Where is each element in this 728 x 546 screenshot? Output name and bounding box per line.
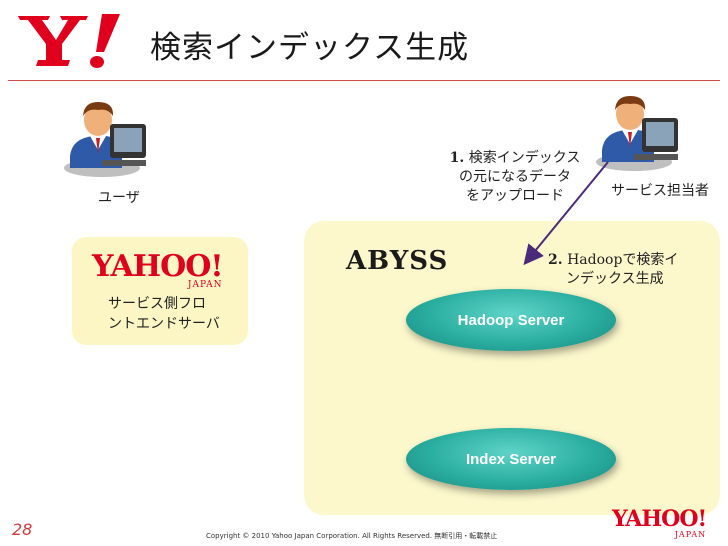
frontend-label-line2: ントエンドサーバ [108,316,220,332]
yahoo-japan-logo: YAHOO! JAPAN [92,249,224,291]
page-number: 28 [12,520,33,539]
step1-text: 1. 検索インデックス の元になるデータ をアップロード [440,149,590,206]
yahoo-logo-main: YAHOO! [92,249,224,284]
user-label: ユーザ [98,190,140,206]
step1-number: 1. [449,150,465,166]
step1-line3: をアップロード [466,188,564,204]
step2-line2: ンデックス生成 [566,271,664,287]
footer-logo-sub: JAPAN [674,530,707,539]
footer-logo-main: YAHOO! [612,506,707,532]
step2-text: 2. Hadoopで検索イ ンデックス生成 [548,251,678,289]
copyright-text: Copyright © 2010 Yahoo Japan Corporation… [206,532,498,540]
slide-title: 検索インデックス生成 [150,30,470,66]
frontend-label-line1: サービス側フロ [108,296,206,312]
index-server-node: Index Server [406,428,616,490]
step2-line1-rest: で検索イ [622,252,679,268]
hadoop-server-node: Hadoop Server [406,289,616,351]
upload-arrow [523,161,609,266]
step1-line1: 検索インデックス [468,150,581,166]
yahoo-y-logo [12,10,130,76]
admin-label: サービス担当者 [611,183,709,199]
step2-number: 2. [548,252,563,268]
user-computer-icon [62,98,152,182]
frontend-server-box [72,237,248,345]
title-divider [8,80,720,81]
index-server-label: Index Server [465,450,557,468]
abyss-label: ABYSS [346,246,449,276]
step1-line2: の元になるデータ [459,169,571,185]
admin-computer-icon [594,92,684,176]
footer-yahoo-logo: YAHOO! JAPAN [612,506,707,539]
frontend-server-label: サービス側フロ ントエンドサーバ [108,294,220,334]
step2-hadoop-word: Hadoop [567,252,623,268]
hadoop-server-label: Hadoop Server [457,311,565,329]
yahoo-logo-sub: JAPAN [187,280,223,290]
